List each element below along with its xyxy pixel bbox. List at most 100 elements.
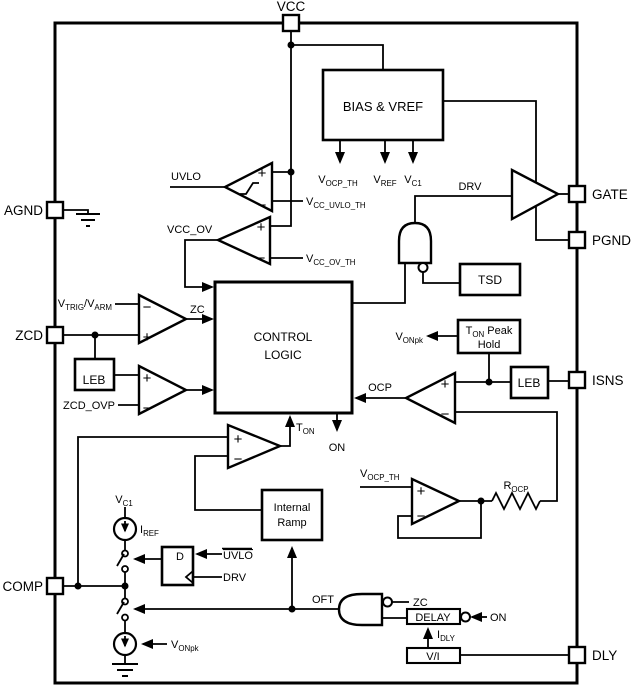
leb-zcd-block <box>73 357 116 392</box>
ton-minus-sign: − <box>234 451 243 468</box>
pin-label-pgnd: PGND <box>592 233 631 248</box>
leb-isns-block <box>509 365 550 400</box>
zc-minus-sign: − <box>143 299 152 316</box>
uvlo-bar-label: UVLO <box>223 550 253 562</box>
pin-label-dly: DLY <box>592 648 617 663</box>
wire-vcc-sense <box>270 31 292 227</box>
vccov-minus-sign: − <box>257 250 266 267</box>
leb-isns-label: LEB <box>518 376 541 390</box>
comparator-signs: + − + − − + + − + − + − + − <box>143 165 450 525</box>
pin-label-vcc: VCC <box>277 0 306 14</box>
ton-peak-hold-label-1: TON Peak <box>466 325 513 339</box>
control-logic-label-2: LOGIC <box>264 348 302 362</box>
wire-tsd <box>422 272 460 284</box>
control-logic-block <box>213 280 354 415</box>
tsd-block <box>458 262 522 297</box>
vocpth-buffer-amp <box>410 477 462 526</box>
vonpk-switch <box>116 597 129 622</box>
wire-comp-to-toncomp <box>77 436 228 586</box>
wire-vcc-to-bias <box>291 44 384 70</box>
ocp-minus-sign: − <box>441 406 450 423</box>
pin-pgnd <box>567 230 587 250</box>
pin-comp <box>45 576 65 596</box>
dff-clock-wedge <box>184 570 194 584</box>
bias-vref-label: BIAS & VREF <box>343 99 423 114</box>
junction-dots <box>74 41 493 613</box>
iref-label: IREF <box>140 524 159 538</box>
zc-label: ZC <box>190 304 205 316</box>
wire-agnd <box>63 209 89 213</box>
zcdovp-plus-sign: + <box>143 370 152 387</box>
rocp-label: ROCP <box>503 480 528 494</box>
vc1-bias-label: VC1 <box>404 174 422 188</box>
pin-label-gate: GATE <box>592 187 628 202</box>
ocp-comparator <box>403 371 457 425</box>
wire-drv <box>414 195 512 223</box>
internal-ramp-label-2: Ramp <box>277 517 306 529</box>
wire-vccov-out <box>184 239 218 292</box>
drv-and-gate <box>397 221 433 265</box>
pin-isns <box>567 370 587 390</box>
on-delay-label: ON <box>490 612 507 624</box>
uvlo-plus-sign: + <box>258 165 267 182</box>
iref-switch <box>116 549 129 573</box>
vonpk-src-label: VONpk <box>171 639 199 653</box>
oft-gate-invert-bubble <box>382 596 393 608</box>
drv-dff-label: DRV <box>223 572 247 584</box>
wire-ocp-minus <box>455 411 558 502</box>
ocp-plus-sign: + <box>441 376 450 393</box>
wire-ton-out <box>280 415 295 447</box>
zc-gate-label: ZC <box>413 597 428 609</box>
pin-label-zcd: ZCD <box>15 328 43 343</box>
zc-comparator <box>137 293 189 345</box>
vref-label: VREF <box>373 174 396 188</box>
ocp-label: OCP <box>368 382 392 394</box>
pin-label-comp: COMP <box>3 579 44 594</box>
chip-boundary <box>53 21 579 685</box>
oft-and-gate <box>337 592 384 627</box>
amp-plus-sign: + <box>417 483 426 500</box>
vcc-ov-label: VCC_OV <box>167 224 213 236</box>
ton-peak-hold-label-2: Hold <box>478 339 501 351</box>
uvlo-comparator <box>222 161 274 213</box>
idly-label: IDLY <box>437 629 456 643</box>
delay-block <box>405 607 462 626</box>
delay-invert-bubble <box>460 611 471 623</box>
pin-vcc <box>281 13 301 33</box>
wire-ramp-to-toncomp <box>194 455 262 511</box>
vi-block <box>405 646 462 665</box>
bias-vref-block <box>321 68 445 142</box>
zc-plus-sign: + <box>143 329 152 346</box>
vocp-th-bias-label: VOCP_TH <box>318 174 358 188</box>
tsd-label: TSD <box>478 273 502 287</box>
pin-agnd <box>45 200 65 220</box>
iref-current-source <box>112 516 138 542</box>
ton-peak-hold-block <box>456 318 522 355</box>
dff-d-label: D <box>176 551 184 563</box>
drv-label: DRV <box>458 181 482 193</box>
vccov-comparator <box>215 215 272 266</box>
drv-and-gate-invert-bubble <box>417 262 429 273</box>
on-label: ON <box>329 442 346 454</box>
ton-plus-sign: + <box>234 431 243 448</box>
wire-amp-feedback <box>397 501 482 539</box>
ton-comparator <box>226 423 284 470</box>
delay-label: DELAY <box>415 612 451 624</box>
pin-label-agnd: AGND <box>4 203 43 218</box>
pin-dly <box>567 645 587 665</box>
uvlo-minus-sign: − <box>258 197 267 214</box>
pin-zcd <box>45 325 65 345</box>
vccov-plus-sign: + <box>257 219 266 236</box>
vocp-th-amp-label: VOCP_TH <box>360 468 400 482</box>
vtrig-varm-label: VTRIG/VARM <box>58 298 112 312</box>
resistor-rocp <box>491 490 541 512</box>
zcd-ovp-label: ZCD_OVP <box>63 400 115 412</box>
vcc-uvlo-th-label: VCC_UVLO_TH <box>306 196 366 210</box>
pin-label-isns: ISNS <box>592 373 624 388</box>
wire-ctrl-to-andgate <box>352 263 406 304</box>
internal-ramp-label-1: Internal <box>274 502 311 514</box>
gate-driver-buffer <box>510 168 561 222</box>
wire-driver-pgnd <box>535 207 569 241</box>
vonpk-current-source <box>112 631 138 657</box>
